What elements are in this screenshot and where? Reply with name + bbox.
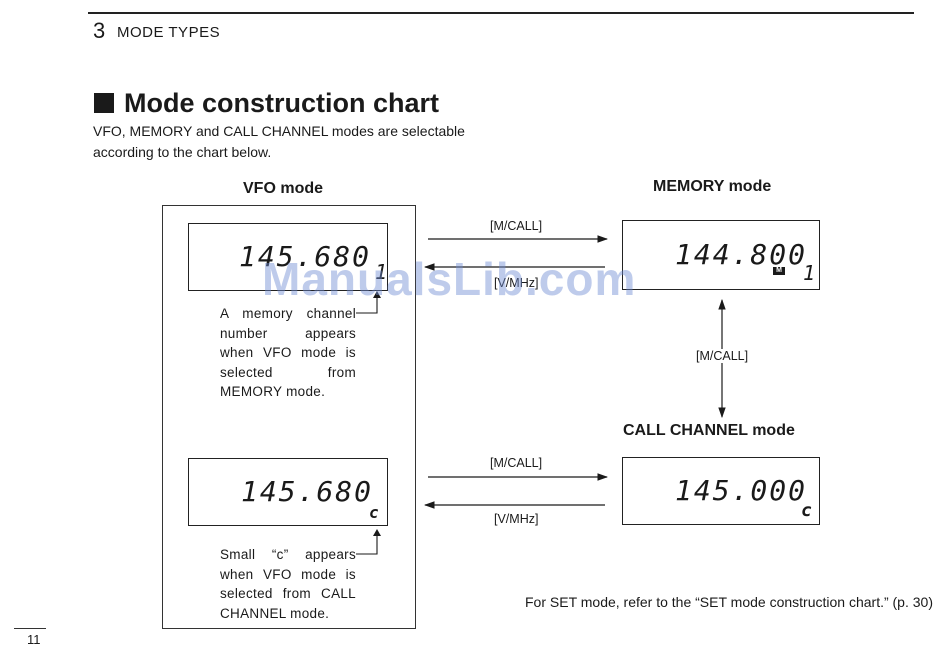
memory-indicator-badge: M xyxy=(773,267,785,275)
call-frequency-readout: 145.000 xyxy=(675,474,808,507)
call-channel-mode-label: CALL CHANNEL mode xyxy=(623,422,795,439)
page-number-rule xyxy=(14,628,46,629)
vfo-panel xyxy=(162,205,416,629)
call-channel-display: 145.000 c xyxy=(622,457,820,525)
vfo-frequency-readout: 145.680 xyxy=(241,475,374,508)
page-number: 11 xyxy=(27,632,41,647)
square-bullet-icon xyxy=(94,93,114,113)
intro-text: VFO, MEMORY and CALL CHANNEL modes are s… xyxy=(93,123,465,160)
key-label-memory-to-vfo: [V/MHz] xyxy=(494,276,539,290)
vfo-mode-label: VFO mode xyxy=(243,180,324,197)
header-rule xyxy=(88,12,914,14)
vfo-call-note: Small “c” appears when VFO mode is selec… xyxy=(220,547,356,621)
section-title: MODE TYPES xyxy=(117,24,221,41)
key-label-call-to-vfo: [V/MHz] xyxy=(494,512,539,526)
footer-note: For SET mode, refer to the “SET mode con… xyxy=(525,594,933,610)
memory-channel-number: 1 xyxy=(803,261,818,285)
heading-text: Mode construction chart xyxy=(124,88,440,118)
call-indicator: c xyxy=(801,500,814,521)
vfo-frequency-readout: 145.680 xyxy=(239,240,372,273)
memory-frequency-readout: 144.800 xyxy=(675,238,808,271)
memory-mode-label: MEMORY mode xyxy=(653,178,772,195)
page-heading: Mode construction chart xyxy=(94,88,439,119)
vfo-channel-number: 1 xyxy=(375,260,390,284)
key-label-vfo-to-call: [M/CALL] xyxy=(490,456,543,470)
section-number: 3 xyxy=(93,18,106,43)
memory-display: 144.800 M 1 xyxy=(622,220,820,290)
key-label-vfo-to-memory: [M/CALL] xyxy=(490,219,543,233)
vfo-display-memory: 145.680 1 xyxy=(188,223,388,291)
vfo-display-call: 145.680 c xyxy=(188,458,388,526)
vfo-memory-note: A memory channel number appears when VFO… xyxy=(220,306,356,399)
vfo-call-indicator: c xyxy=(369,503,381,522)
callout-arrowhead-indicator xyxy=(373,529,381,536)
callout-leader-indicator xyxy=(356,534,378,555)
key-label-memory-call: [M/CALL] xyxy=(694,349,751,363)
callout-arrowhead-channel xyxy=(373,291,381,298)
callout-leader-channel xyxy=(356,296,378,314)
watermark: ManualsLib.com xyxy=(262,253,637,305)
